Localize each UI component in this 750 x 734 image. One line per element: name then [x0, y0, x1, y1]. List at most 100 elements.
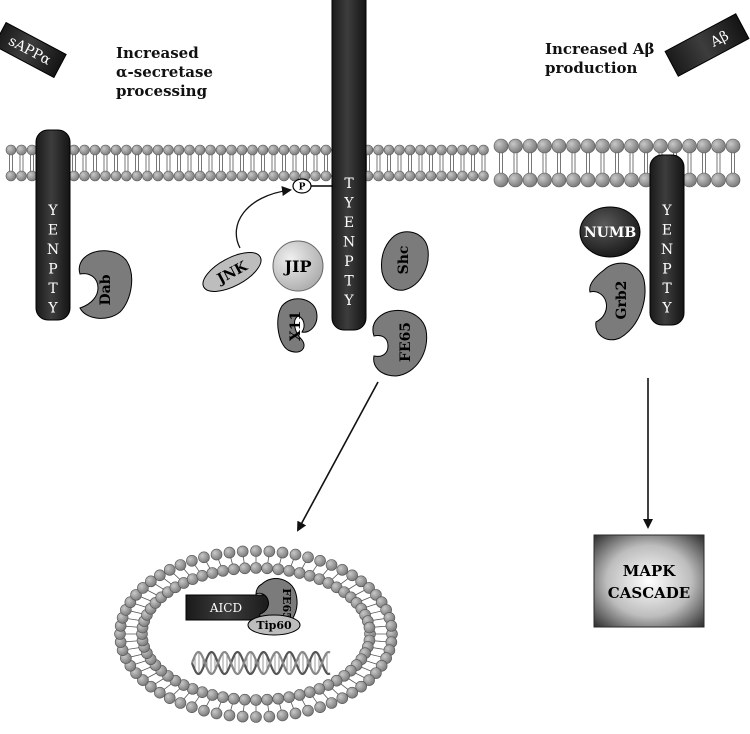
lipid-head [355, 680, 367, 693]
lipid-head [184, 144, 195, 156]
lipid-head [236, 545, 249, 558]
abeta-label: Aβ [707, 28, 731, 51]
lipid-head [325, 697, 338, 709]
jnk-to-phosphate-arrow [235, 186, 292, 249]
motif-letter: E [48, 223, 58, 239]
lipid-head [404, 144, 416, 156]
lipid-head [247, 144, 258, 156]
lipid-head [289, 707, 302, 720]
lipid-head [250, 711, 262, 723]
lipid-head [436, 144, 447, 156]
phosphate-label: P [299, 183, 306, 193]
lipid-head [268, 170, 279, 182]
numb-label: NUMB [584, 225, 637, 241]
numb-protein: NUMB [579, 206, 641, 258]
lipid-head [186, 555, 198, 567]
lipid-head [142, 144, 153, 156]
grb2-protein: Grb2 [589, 262, 646, 341]
lipid-head [173, 144, 185, 156]
lipid-head [210, 707, 223, 720]
lipid-head [299, 144, 311, 156]
lipid-head [310, 170, 321, 182]
motif-letter: N [661, 242, 673, 258]
lipid-head [283, 691, 295, 703]
lipid-head [478, 170, 489, 182]
lipid-head [174, 697, 187, 709]
lipid-head [110, 170, 122, 182]
lipid-head [725, 172, 741, 188]
mapk-line1: MAPK [623, 562, 677, 580]
nucleus [114, 545, 398, 723]
motif-letter: T [344, 274, 354, 290]
lipid-head [236, 710, 249, 723]
lipid-head [198, 551, 210, 564]
motif-letter: Y [47, 203, 58, 219]
lipid-head [383, 170, 395, 182]
lipid-head [268, 144, 279, 156]
annotation-left-line1: Increased [116, 44, 199, 62]
motif-letter: E [662, 223, 672, 239]
lipid-head [145, 680, 157, 693]
lipid-head [595, 172, 610, 188]
lipid-head [425, 144, 437, 156]
annotation-right: Increased Aβ production [545, 40, 655, 78]
shc-protein: Shc [381, 231, 429, 291]
lipid-head [725, 138, 741, 154]
lipid-head [174, 559, 187, 571]
mapk-line2: CASCADE [608, 584, 690, 602]
lipid-head [131, 170, 143, 182]
lipid-head [425, 170, 437, 182]
lipid-head [173, 170, 185, 182]
lipid-head [478, 144, 489, 156]
lipid-head [696, 172, 712, 188]
lipid-head [580, 172, 596, 188]
lipid-head [289, 548, 302, 561]
lipid-head [711, 138, 726, 154]
lipid-head [363, 621, 376, 634]
lipid-head [457, 144, 468, 156]
lipid-head [257, 144, 269, 156]
lipid-head [370, 667, 382, 679]
lipid-head [131, 144, 143, 156]
lipid-head [415, 144, 426, 156]
lipid-head [667, 138, 683, 154]
lipid-head [198, 704, 210, 717]
lipid-head [363, 582, 375, 594]
motif-letter: Y [661, 203, 672, 219]
motif-letter: T [662, 281, 672, 297]
lipid-head [121, 144, 132, 156]
lipid-head [293, 567, 306, 579]
lipid-head [154, 569, 166, 582]
lipid-head [289, 144, 300, 156]
lipid-head [272, 692, 285, 705]
lipid-head [508, 138, 523, 154]
lipid-head [196, 569, 209, 582]
annotation-right-line2: production [545, 59, 638, 77]
lipid-head [263, 545, 276, 558]
fe65-label: FE65 [398, 322, 414, 362]
motif-letter: E [344, 215, 354, 231]
lipid-head [223, 709, 236, 722]
lipid-head [261, 562, 273, 575]
annotation-right-line1: Increased Aβ [545, 40, 655, 58]
lipid-head [302, 551, 314, 564]
lipid-head [276, 546, 289, 559]
fe65-to-nucleus-arrow [297, 381, 379, 532]
mapk-cascade-box: MAPK CASCADE [593, 534, 705, 628]
abeta-fragment: Aβ [664, 13, 750, 77]
lipid-head [283, 565, 295, 577]
lipid-head [210, 548, 223, 561]
lipid-head [263, 710, 276, 723]
lipid-head [163, 170, 174, 182]
motif-letter: N [47, 242, 59, 258]
lipid-head [336, 564, 349, 576]
lipid-head [446, 170, 458, 182]
lipid-head [467, 144, 479, 156]
lipid-head [239, 562, 251, 575]
